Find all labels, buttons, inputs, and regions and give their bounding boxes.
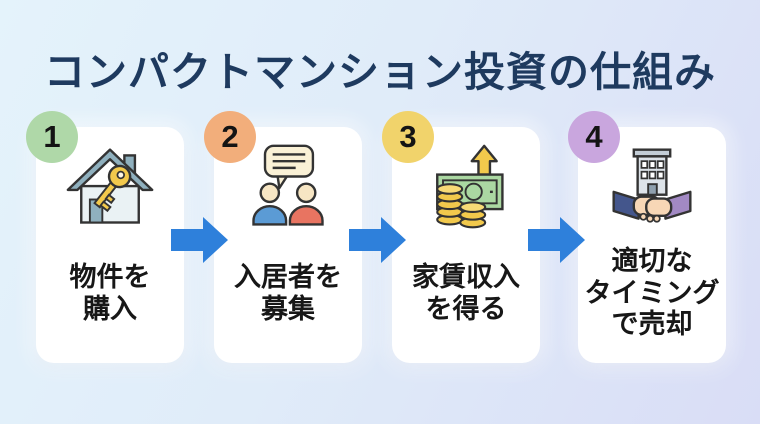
step-2-badge: 2 xyxy=(204,111,256,163)
rent-income-icon xyxy=(420,142,512,234)
step-label-line: タイミング xyxy=(584,277,720,308)
page-title: コンパクトマンション投資の仕組み xyxy=(44,49,716,95)
step-label-line: 適切な xyxy=(611,245,693,276)
step-label-line: 入居者を xyxy=(234,261,342,292)
step-3-number: 3 xyxy=(399,119,417,154)
house-key-icon xyxy=(64,142,156,234)
step-label-line: を得る xyxy=(425,293,507,324)
flow-arrow-icon xyxy=(171,217,228,263)
tenants-speech-icon xyxy=(242,142,334,234)
step-1-number: 1 xyxy=(43,119,61,154)
step-label: 物件を 購入 xyxy=(70,234,151,363)
building-handshake-icon xyxy=(606,142,698,234)
step-label-line: 募集 xyxy=(261,293,315,324)
flow-arrow-icon xyxy=(349,217,406,263)
step-4-badge: 4 xyxy=(568,111,620,163)
step-label: 家賃収入 を得る xyxy=(412,234,520,363)
step-3-badge: 3 xyxy=(382,111,434,163)
step-label-line: 物件を xyxy=(69,261,151,292)
flow-arrow-icon xyxy=(528,217,585,263)
step-label-line: で売却 xyxy=(611,309,693,340)
step-2-number: 2 xyxy=(221,119,239,154)
step-1-badge: 1 xyxy=(26,111,78,163)
step-card-sell-timing: 適切な タイミング で売却 xyxy=(578,127,726,363)
step-label-line: 家賃収入 xyxy=(412,261,520,292)
step-card-recruit-tenants: 入居者を 募集 xyxy=(214,127,362,363)
step-label: 適切な タイミング で売却 xyxy=(585,234,720,363)
step-label: 入居者を 募集 xyxy=(234,234,342,363)
step-card-buy-property: 物件を 購入 xyxy=(36,127,184,363)
step-label-line: 購入 xyxy=(83,293,137,324)
step-4-number: 4 xyxy=(585,119,603,154)
step-card-rent-income: 家賃収入 を得る xyxy=(392,127,540,363)
